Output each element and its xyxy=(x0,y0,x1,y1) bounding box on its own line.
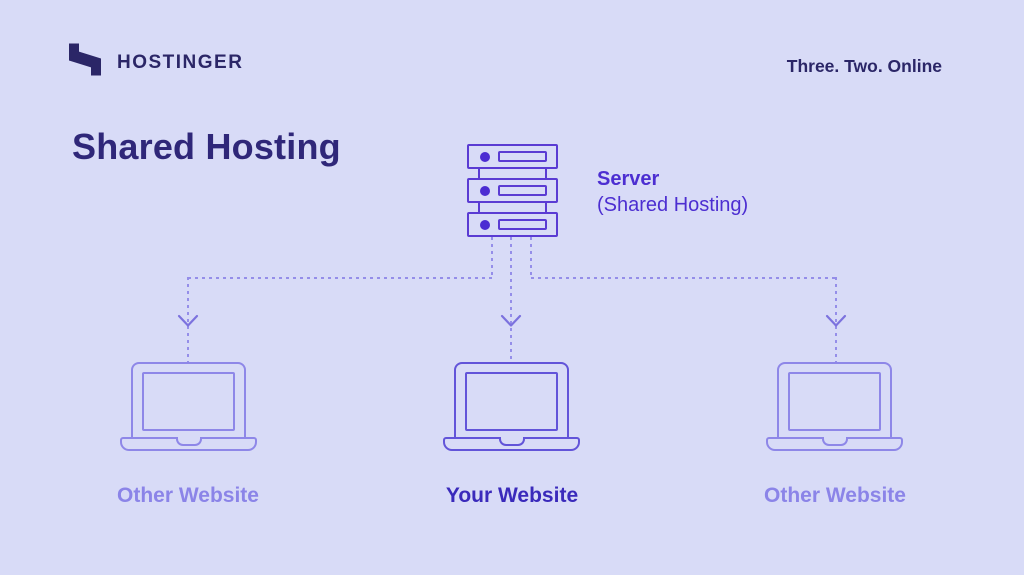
laptop-icon-other-website-right xyxy=(766,362,903,452)
down-chevron-arrow-icon xyxy=(825,314,847,327)
connector-server-stub-right xyxy=(530,237,532,279)
server-rack-band xyxy=(478,169,547,178)
laptop-icon-other-website-left xyxy=(120,362,257,452)
connector-right-vertical xyxy=(835,277,837,362)
server-rack-band xyxy=(478,203,547,212)
connector-center-vertical xyxy=(510,237,512,362)
page-title: Shared Hosting xyxy=(72,126,341,167)
server-label: Server (Shared Hosting) xyxy=(597,166,748,218)
connector-server-stub-left xyxy=(491,237,493,279)
brand-name: HOSTINGER xyxy=(117,52,244,73)
server-drive-slot xyxy=(498,219,547,230)
server-drive-slot xyxy=(498,185,547,196)
connector-horizontal-left xyxy=(188,277,493,279)
server-unit xyxy=(467,212,558,237)
laptop-lid xyxy=(777,362,892,439)
server-unit xyxy=(467,178,558,203)
connector-left-vertical xyxy=(187,277,189,362)
server-led-dot xyxy=(480,151,490,162)
label-your-website: Your Website xyxy=(445,484,579,507)
server-label-title: Server xyxy=(597,168,660,190)
laptop-base xyxy=(120,437,257,451)
laptop-icon-your-website xyxy=(443,362,580,452)
server-rack-icon xyxy=(467,144,558,237)
brand-tagline: Three. Two. Online xyxy=(786,56,942,76)
laptop-lid xyxy=(454,362,569,439)
label-other-website-left: Other Website xyxy=(117,484,259,507)
laptop-base xyxy=(443,437,580,451)
laptop-screen xyxy=(465,372,558,431)
down-chevron-arrow-icon xyxy=(177,314,199,327)
laptop-notch xyxy=(821,437,848,446)
laptop-screen xyxy=(142,372,235,431)
laptop-screen xyxy=(788,372,881,431)
laptop-base xyxy=(766,437,903,451)
laptop-notch xyxy=(498,437,525,446)
label-other-website-right: Other Website xyxy=(764,484,906,507)
laptop-notch xyxy=(175,437,202,446)
server-led-dot xyxy=(480,219,490,230)
connector-horizontal-right xyxy=(531,277,837,279)
hostinger-h-logo-icon xyxy=(69,43,101,76)
server-unit xyxy=(467,144,558,169)
down-chevron-arrow-icon xyxy=(500,314,522,327)
server-label-subtitle: (Shared Hosting) xyxy=(597,194,749,216)
server-drive-slot xyxy=(498,151,547,162)
laptop-lid xyxy=(131,362,246,439)
server-led-dot xyxy=(480,185,490,196)
